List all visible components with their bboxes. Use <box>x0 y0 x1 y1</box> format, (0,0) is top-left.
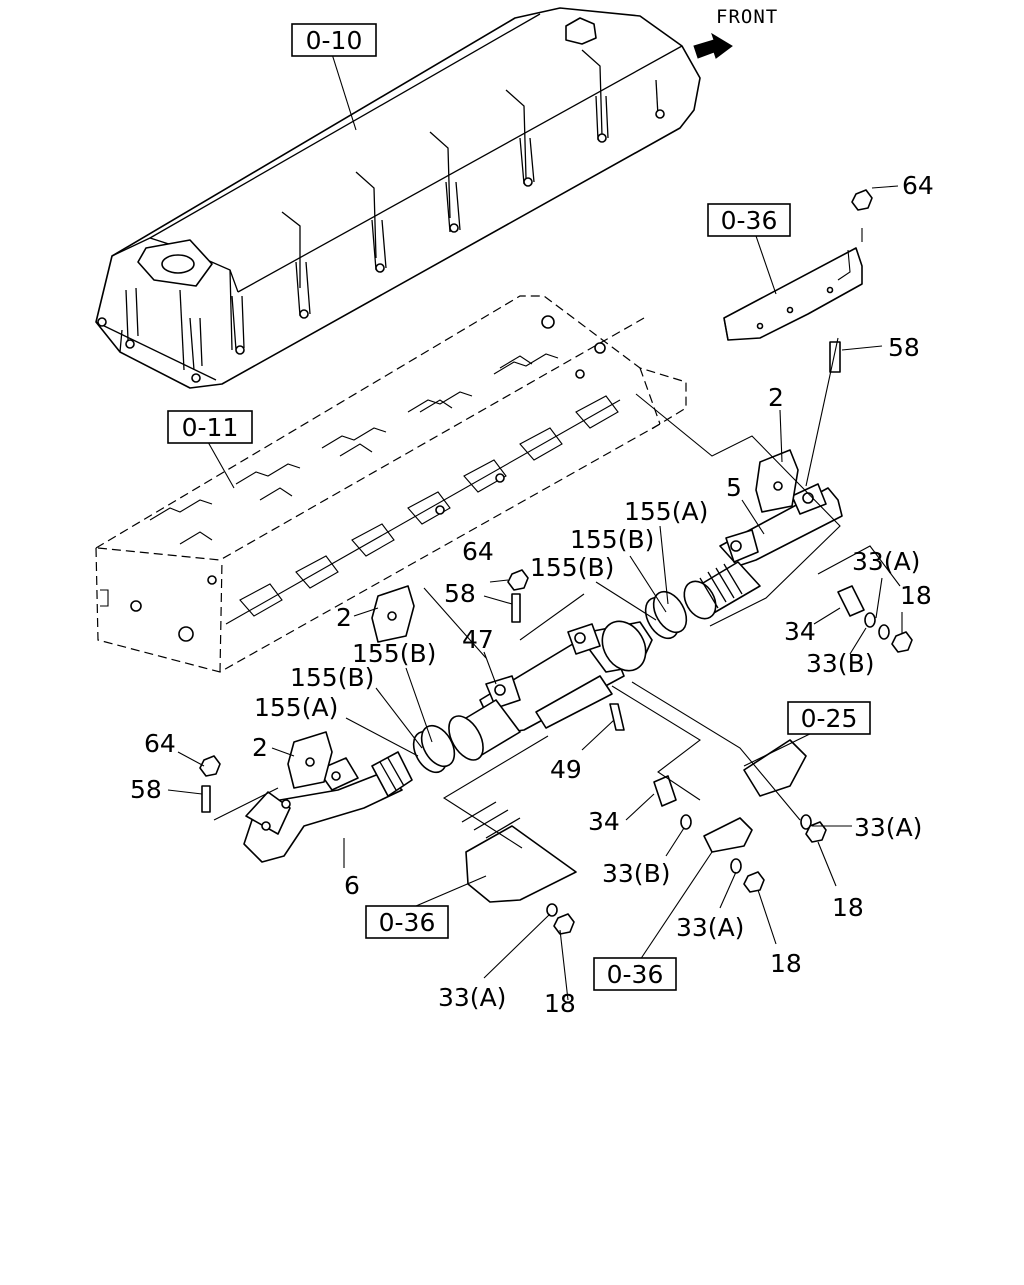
callout-2-left: 2 <box>252 733 268 762</box>
front-label: FRONT <box>716 6 778 28</box>
callout-33a-bottom: 33(A) <box>438 983 506 1012</box>
callout-155b-right: 155(B) <box>570 525 654 554</box>
arrow-right-icon <box>693 32 733 59</box>
callout-49: 49 <box>550 755 582 784</box>
callout-18-bottom: 18 <box>544 989 576 1018</box>
callout-47: 47 <box>462 625 494 654</box>
assembly-lines <box>213 228 901 1001</box>
callout-5: 5 <box>726 473 742 502</box>
ref-0-36-top: 0-36 <box>721 206 778 235</box>
ref-0-11: 0-11 <box>182 413 239 442</box>
upper-bracket <box>723 247 863 341</box>
callout-33a-lower-mid: 33(A) <box>676 913 744 942</box>
exhaust-pipe-left <box>243 751 413 863</box>
reference-boxes: 0-10 0-11 0-36 0-25 0-36 0-36 <box>167 23 871 991</box>
callout-33a-right: 33(A) <box>852 547 920 576</box>
callout-64-left: 64 <box>144 729 176 758</box>
exhaust-manifold-center <box>448 620 653 761</box>
callout-18-right: 18 <box>900 581 932 610</box>
callout-58-left: 58 <box>130 775 162 804</box>
callout-64-top: 64 <box>902 171 934 200</box>
cylinder-head <box>95 295 687 673</box>
callout-155b-left-2: 155(B) <box>290 663 374 692</box>
lower-bracket <box>461 801 577 903</box>
hardware <box>199 189 913 935</box>
callout-155b-mid: 155(B) <box>530 553 614 582</box>
callout-58-top: 58 <box>888 333 920 362</box>
callout-58-mid: 58 <box>444 579 476 608</box>
callout-2-right: 2 <box>768 383 784 412</box>
ref-0-36-mid: 0-36 <box>379 908 436 937</box>
exhaust-pipe-right <box>683 483 843 620</box>
callout-34-right: 34 <box>784 617 816 646</box>
callout-labels: 64 58 2 5 155(A) 155(B) 155(B) 64 58 2 4… <box>130 171 934 1018</box>
callout-6: 6 <box>344 871 360 900</box>
ref-0-25: 0-25 <box>801 704 858 733</box>
callout-33b-lower: 33(B) <box>602 859 670 888</box>
callout-33a-lower-right: 33(A) <box>854 813 922 842</box>
callout-33b-right: 33(B) <box>806 649 874 678</box>
callout-34-lower: 34 <box>588 807 620 836</box>
callout-2-mid: 2 <box>336 603 352 632</box>
callout-155b-left-1: 155(B) <box>352 639 436 668</box>
callout-64-mid: 64 <box>462 537 494 566</box>
ref-0-10: 0-10 <box>306 26 363 55</box>
callout-18-lower-right: 18 <box>832 893 864 922</box>
ref-0-36-bottom: 0-36 <box>607 960 664 989</box>
callout-18-lower-mid: 18 <box>770 949 802 978</box>
cylinder-head-cover <box>95 7 701 389</box>
front-indicator: FRONT <box>693 6 778 59</box>
callout-155a-right: 155(A) <box>624 497 708 526</box>
callout-155a-left: 155(A) <box>254 693 338 722</box>
gaskets <box>287 449 799 789</box>
leader-lines <box>167 53 903 979</box>
